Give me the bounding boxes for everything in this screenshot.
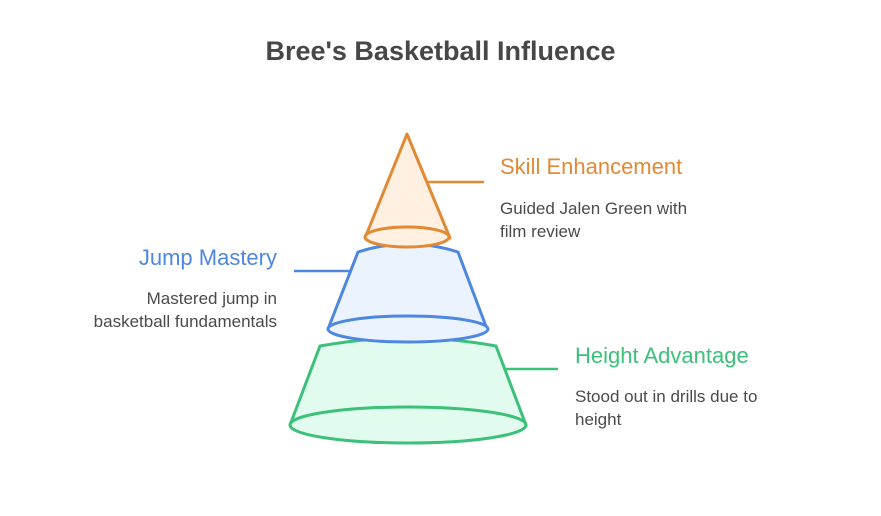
tier-skill-shape [363,132,484,249]
tier-height-shape [288,336,558,445]
tier-height-description: Stood out in drills due to height [575,387,758,429]
tier-height-label: Height Advantage [575,343,749,368]
tier-jump-description: Mastered jump in basketball fundamentals [93,289,277,331]
tier-jump-label: Jump Mastery [138,245,277,270]
tier-jump-shape [294,242,490,344]
diagram-title: Bree's Basketball Influence [265,36,616,66]
tier-skill-description: Guided Jalen Green with film review [500,199,688,241]
tier-skill-label: Skill Enhancement [500,154,683,179]
